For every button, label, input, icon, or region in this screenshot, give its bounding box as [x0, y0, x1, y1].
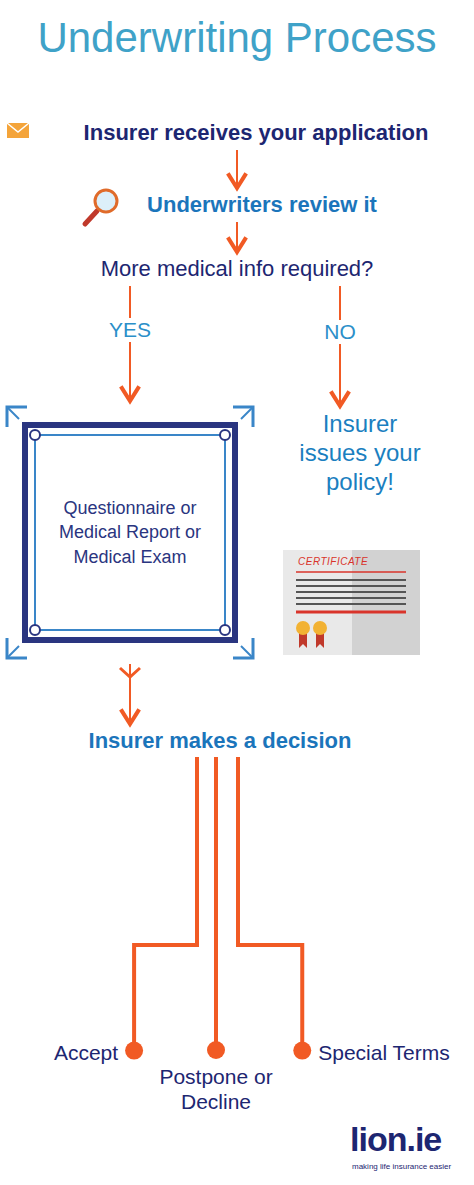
envelope-icon — [7, 123, 29, 138]
magnifier-handle — [85, 211, 97, 224]
magnifier-lens — [95, 190, 117, 212]
connector — [238, 757, 302, 1051]
connector — [214, 757, 218, 1050]
outcome-text: Special Terms — [318, 1040, 450, 1065]
envelope-flap — [7, 123, 29, 132]
node-text: Insurer receives your application — [84, 120, 429, 146]
seal — [296, 621, 310, 635]
branch-label: YES — [105, 318, 155, 342]
connector — [134, 757, 197, 1051]
step-heading: Underwriters review it — [147, 192, 377, 218]
end-dot — [293, 1042, 311, 1060]
node-text: Postpone or Decline — [146, 1064, 286, 1114]
magnifier-icon — [85, 190, 117, 224]
frame-rivet — [220, 430, 230, 440]
connector — [129, 664, 131, 724]
node-text: Questionnaire or Medical Report or Medic… — [55, 496, 205, 569]
end-dot — [125, 1042, 143, 1060]
envelope-body — [7, 123, 29, 138]
outcome-text: Postpone or Decline — [146, 1064, 286, 1114]
node-text: Accept — [54, 1040, 118, 1065]
seal — [313, 621, 327, 635]
node-text: More medical info required? — [101, 256, 374, 282]
node-text: Underwriters review it — [147, 192, 377, 218]
brand-tagline: making life insurance easier — [352, 1162, 451, 1171]
connector — [236, 150, 238, 188]
frame-rivet — [30, 625, 40, 635]
corner-bracket — [241, 646, 253, 658]
page-title: Underwriting Process — [37, 14, 436, 62]
certificate-sheet — [283, 550, 420, 655]
certificate-picture — [283, 550, 420, 655]
frame-rivet — [220, 625, 230, 635]
step-heading: Insurer makes a decision — [89, 728, 352, 754]
end-dot — [207, 1041, 225, 1059]
connector — [339, 286, 341, 406]
certificate-band — [296, 611, 406, 614]
node-text: Insurer makes a decision — [89, 728, 352, 754]
node-text: Insurer issues your policy! — [295, 410, 425, 496]
certificate-rule — [296, 571, 406, 573]
branch-label: NO — [320, 320, 360, 344]
frame-rivet — [30, 430, 40, 440]
corner-bracket — [7, 646, 19, 658]
node-text: Special Terms — [318, 1040, 450, 1065]
connector — [236, 222, 238, 252]
option-box: Questionnaire or Medical Report or Medic… — [5, 405, 255, 660]
certificate-lines — [296, 580, 406, 604]
question-text: More medical info required? — [101, 256, 374, 282]
box-frame-outer — [25, 425, 235, 640]
step-heading: Insurer receives your application — [84, 120, 429, 146]
corner-bracket — [241, 407, 253, 419]
brand-logo: lion.ie — [350, 1120, 441, 1159]
certificate-heading: CERTIFICATE — [298, 556, 368, 567]
result-text: Insurer issues your policy! — [295, 410, 425, 496]
box-frame-inner — [35, 435, 225, 630]
connector — [129, 286, 131, 401]
corner-bracket — [7, 407, 19, 419]
outcome-text: Accept — [54, 1040, 118, 1065]
